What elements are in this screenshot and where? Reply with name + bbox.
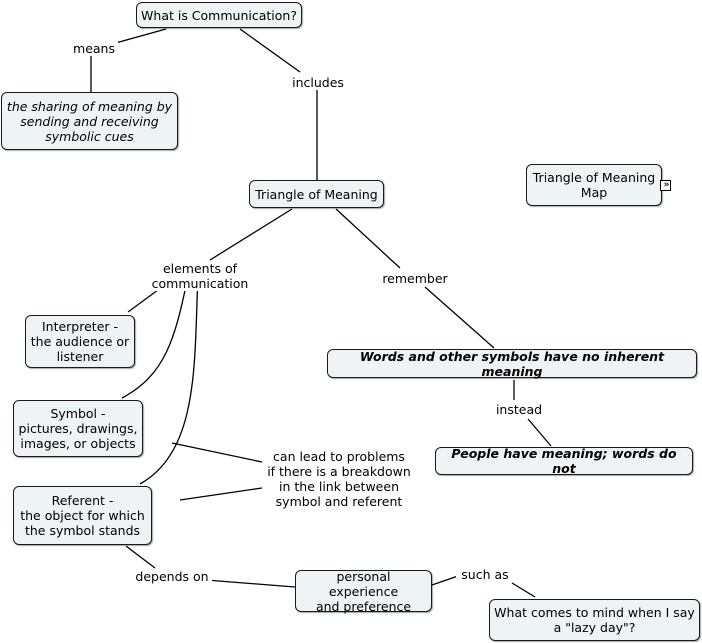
concept-symbol[interactable]: Symbol - pictures, drawings, images, or … [13,400,143,457]
concept-triangle-of-meaning[interactable]: Triangle of Meaning [249,180,384,208]
link-problems-referent [179,487,263,501]
concept-personal-experience[interactable]: personal experience and preference [295,569,432,614]
linking-phrase-elements-of-communication: elements of communication [112,261,288,291]
link-personal-suchas [431,575,459,586]
linking-phrase-such-as: such as [456,567,514,582]
link-depends-personal [205,579,296,588]
concept-what-is-communication[interactable]: What is Communication? [136,2,302,28]
link-what-means [111,28,167,45]
linking-phrase-depends-on: depends on [132,569,212,584]
concept-interpreter[interactable]: Interpreter - the audience or listener [25,315,135,368]
concept-people-have-meaning[interactable]: People have meaning; words do not [435,446,693,476]
link-what-includes [239,28,301,73]
link-remember-words [424,286,495,349]
concept-sharing-of-meaning[interactable]: the sharing of meaning by sending and re… [1,92,178,150]
link-suchas-lazyday [511,582,536,598]
concept-lazy-day[interactable]: What comes to mind when I say a "lazy da… [489,599,700,641]
linking-phrase-can-lead-to-problems: can lead to problems if there is a break… [262,449,416,509]
link-elements-symbol [121,275,189,399]
link-triangle-elements [209,208,293,261]
link-triangle-remember [335,208,401,269]
double-chevron-right-icon[interactable]: » [660,180,671,191]
concept-no-inherent-meaning[interactable]: Words and other symbols have no inherent… [327,349,697,379]
linking-phrase-means: means [70,41,118,56]
linking-phrase-remember: remember [380,271,450,286]
link-instead-people [527,418,552,447]
link-referent-depends [125,545,156,569]
link-elements-referent [139,275,199,485]
linking-phrase-includes: includes [288,75,348,90]
link-symbol-problems [171,442,263,463]
concept-triangle-of-meaning-map[interactable]: Triangle of Meaning Map [526,164,662,206]
linking-phrase-instead: instead [492,402,546,417]
concept-referent[interactable]: Referent - the object for which the symb… [13,486,152,545]
